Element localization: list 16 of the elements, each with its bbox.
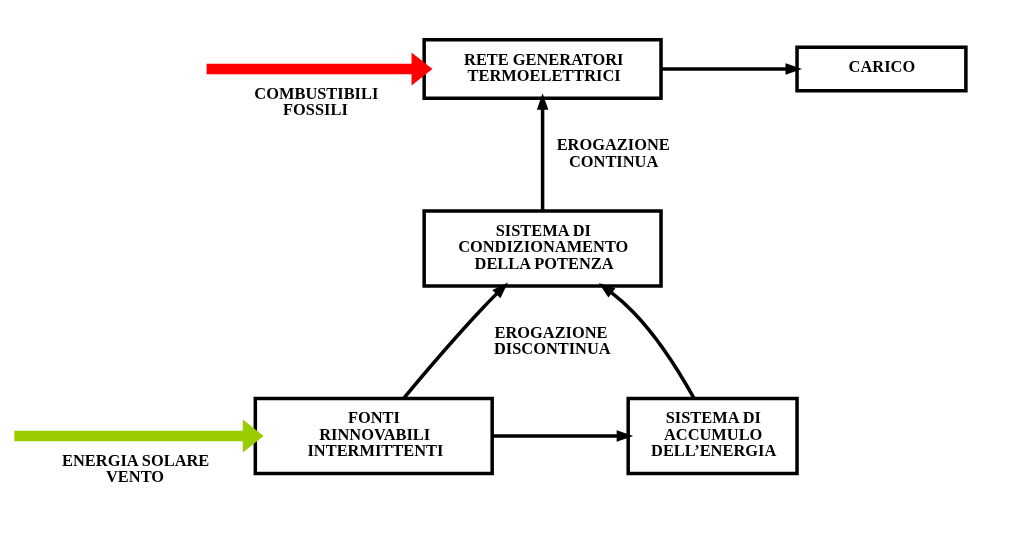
node-box: RETE GENERATORI TERMOELETTRICI bbox=[422, 37, 663, 101]
node-box: SISTEMA DI ACCUMULO DELL’ENERGIA bbox=[626, 396, 799, 476]
edge-label: ENERGIA SOLARE VENTO bbox=[62, 450, 210, 486]
arrow bbox=[492, 430, 634, 442]
arrow bbox=[598, 283, 696, 400]
arrow bbox=[402, 282, 508, 400]
arrow bbox=[536, 93, 549, 211]
edge-label: EROGAZIONE DISCONTINUA bbox=[493, 322, 611, 359]
edge-label: COMBUSTIBILI FOSSILI bbox=[254, 83, 379, 119]
arrow bbox=[661, 63, 802, 75]
arrow bbox=[206, 52, 433, 86]
arrow bbox=[14, 419, 264, 453]
node-box: FONTI RINNOVABILI INTERMITTENTI bbox=[253, 396, 494, 476]
edge-label: EROGAZIONE CONTINUA bbox=[556, 135, 670, 171]
node-box: SISTEMA DI CONDIZIONAMENTO DELLA POTENZA bbox=[422, 209, 663, 288]
node-box: CARICO bbox=[795, 45, 968, 93]
